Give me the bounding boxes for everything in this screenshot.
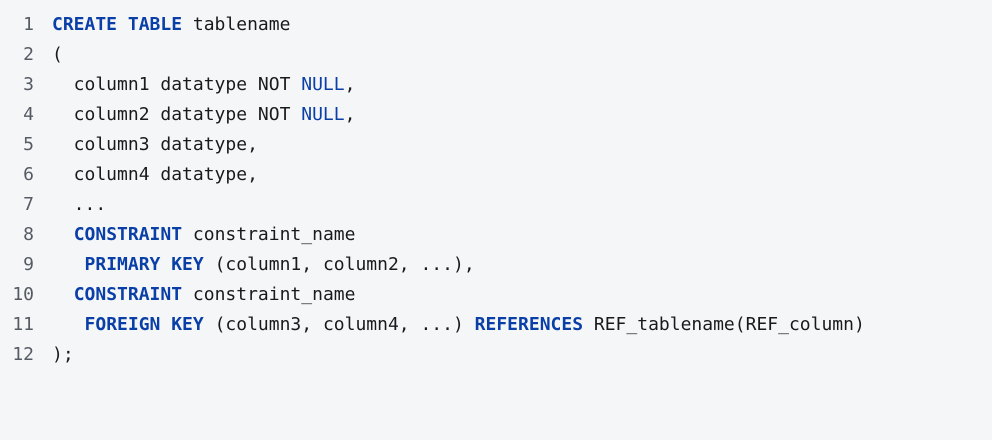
plain-token: ... [52, 194, 107, 215]
line-number: 6 [23, 164, 34, 185]
plain-token [52, 284, 74, 305]
plain-token: column3 datatype, [52, 134, 258, 155]
line-number: 3 [23, 74, 34, 95]
keyword-token: FOREIGN KEY [84, 314, 204, 335]
line-number: 10 [12, 284, 34, 305]
plain-token: column1 datatype NOT [52, 74, 302, 95]
line-number: 9 [23, 254, 34, 275]
code-line: 2( [0, 40, 63, 70]
line-number: 12 [12, 344, 34, 365]
plain-token: tablename [182, 14, 291, 35]
plain-token: column4 datatype, [52, 164, 258, 185]
code-line: 4 column2 datatype NOT NULL, [0, 100, 355, 130]
plain-token [52, 224, 74, 245]
code-text: ); [34, 340, 74, 370]
plain-token: , [344, 104, 356, 125]
keyword-token: REFERENCES [474, 314, 584, 335]
plain-token: , [344, 74, 356, 95]
code-text: ... [34, 190, 107, 220]
line-number: 11 [12, 314, 34, 335]
code-line: 5 column3 datatype, [0, 130, 258, 160]
code-text: column3 datatype, [34, 130, 258, 160]
keyword-token: PRIMARY KEY [84, 254, 204, 275]
code-text: ( [34, 40, 63, 70]
line-number: 5 [23, 134, 34, 155]
code-line: 6 column4 datatype, [0, 160, 258, 190]
code-text: PRIMARY KEY (column1, column2, ...), [34, 250, 475, 280]
code-text: column1 datatype NOT NULL, [34, 70, 356, 100]
plain-token: (column1, column2, ...), [203, 254, 475, 275]
plain-token: REF_tablename(REF_column) [583, 314, 865, 335]
keyword-token: CONSTRAINT [73, 284, 183, 305]
code-text: CREATE TABLE tablename [34, 10, 290, 40]
line-number: 2 [23, 44, 34, 65]
code-text: CONSTRAINT constraint_name [34, 280, 356, 310]
code-text: FOREIGN KEY (column3, column4, ...) REFE… [34, 310, 865, 340]
plain-token: (column3, column4, ...) [203, 314, 475, 335]
plain-token: column2 datatype NOT [52, 104, 302, 125]
code-line: 3 column1 datatype NOT NULL, [0, 70, 355, 100]
plain-token: constraint_name [182, 224, 356, 245]
line-number: 1 [23, 14, 34, 35]
literal-token: NULL [301, 104, 345, 125]
keyword-token: CREATE TABLE [52, 14, 183, 35]
code-line: 9 PRIMARY KEY (column1, column2, ...), [0, 250, 475, 280]
plain-token: ); [52, 344, 74, 365]
code-text: CONSTRAINT constraint_name [34, 220, 356, 250]
line-number: 8 [23, 224, 34, 245]
code-line: 7 ... [0, 190, 106, 220]
line-number: 7 [23, 194, 34, 215]
code-text: column4 datatype, [34, 160, 258, 190]
plain-token [52, 254, 85, 275]
line-number: 4 [23, 104, 34, 125]
code-line: 11 FOREIGN KEY (column3, column4, ...) R… [0, 310, 865, 340]
literal-token: NULL [301, 74, 345, 95]
keyword-token: CONSTRAINT [73, 224, 183, 245]
code-line: 8 CONSTRAINT constraint_name [0, 220, 355, 250]
plain-token: ( [52, 44, 63, 65]
code-text: column2 datatype NOT NULL, [34, 100, 356, 130]
code-line: 10 CONSTRAINT constraint_name [0, 280, 355, 310]
code-line: 12); [0, 340, 74, 370]
plain-token [52, 314, 85, 335]
plain-token: constraint_name [182, 284, 356, 305]
